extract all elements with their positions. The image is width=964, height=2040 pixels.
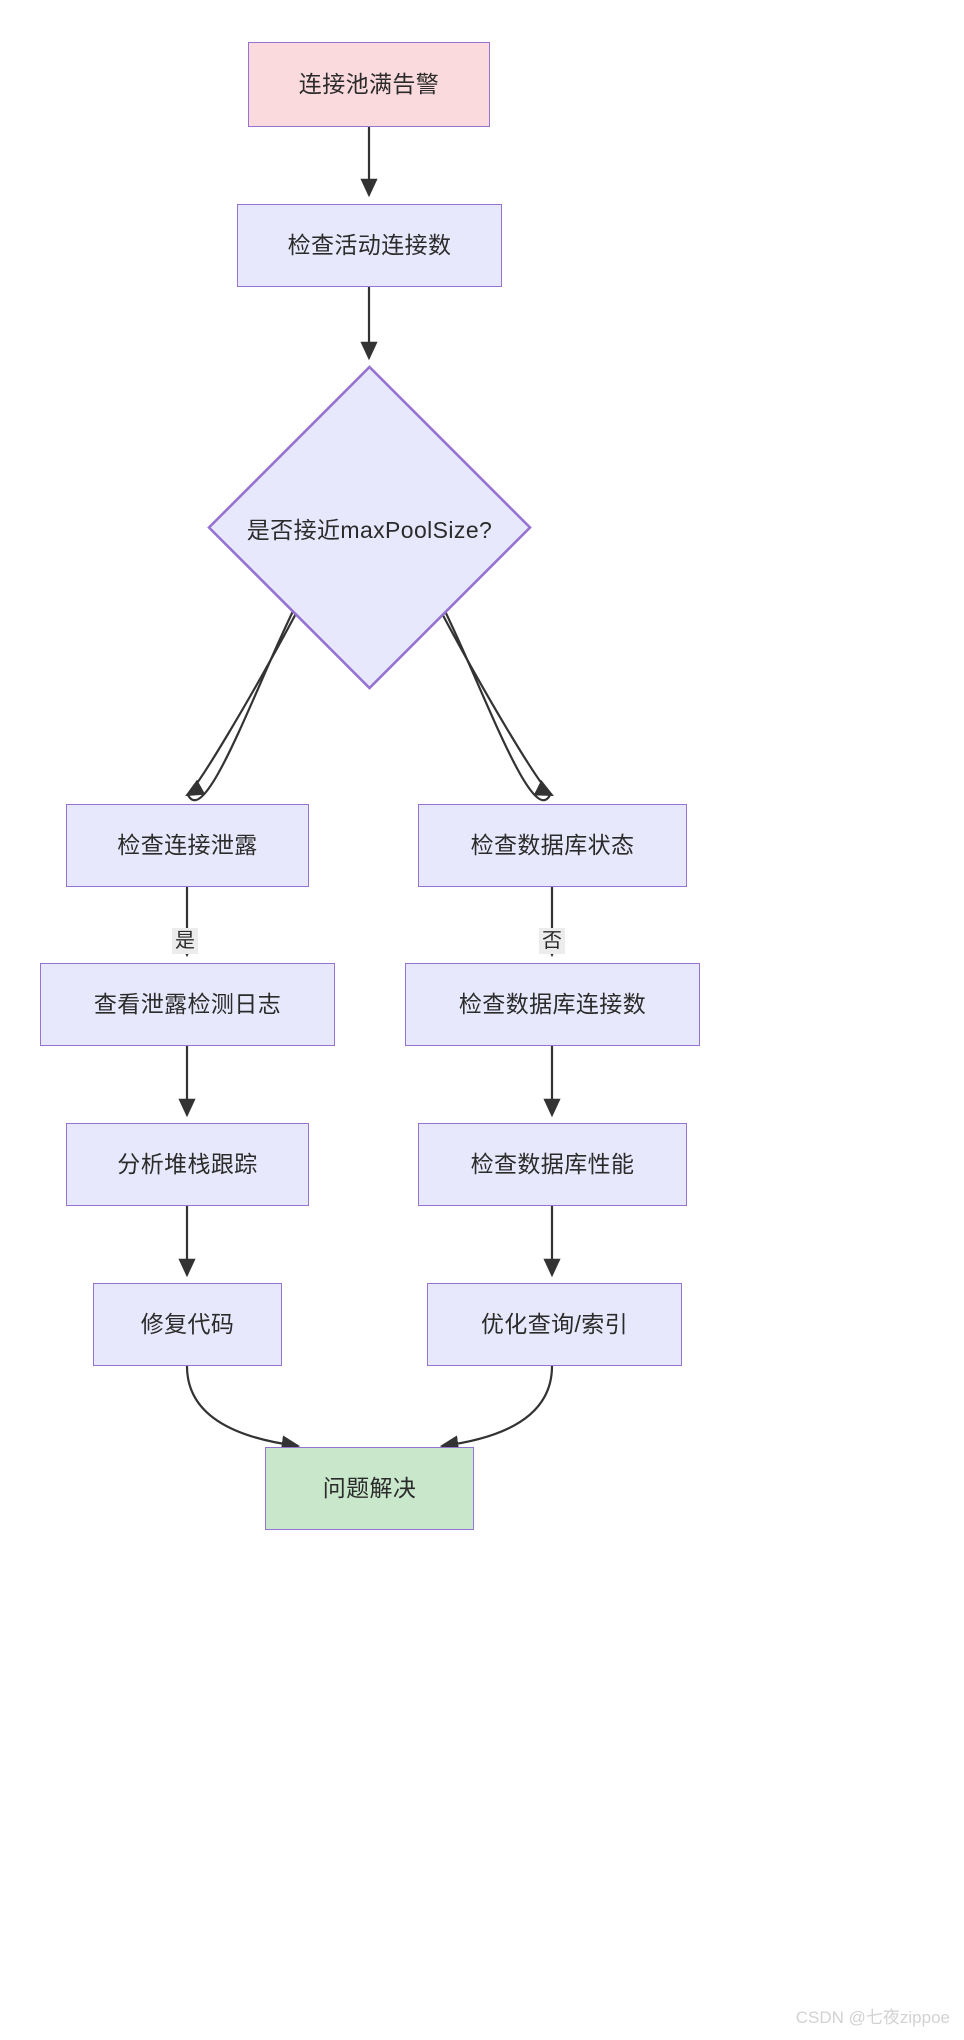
edge-label-no: 否 (539, 928, 565, 954)
node-leak-log[interactable]: 查看泄露检测日志 (40, 963, 335, 1046)
node-resolved-label: 问题解决 (322, 1474, 417, 1501)
node-fix-code-label: 修复代码 (140, 1310, 235, 1337)
node-fix-code[interactable]: 修复代码 (93, 1283, 282, 1366)
node-optimize-query[interactable]: 优化查询/索引 (427, 1283, 682, 1366)
node-decision[interactable]: 是否接近maxPoolSize? (207, 365, 532, 690)
edge-fix-code-to-resolved (185, 1365, 301, 1453)
node-stack-trace[interactable]: 分析堆栈跟踪 (66, 1123, 309, 1206)
edge-decision-to-leak (187, 602, 298, 802)
node-check-leak-label: 检查连接泄露 (117, 831, 258, 858)
node-check-leak[interactable]: 检查连接泄露 (66, 804, 309, 887)
decision-diamond-shape (207, 365, 532, 690)
watermark-text: CSDN @七夜zippoe (795, 2008, 950, 2027)
node-stack-trace-label: 分析堆栈跟踪 (117, 1150, 258, 1177)
node-alert-label: 连接池满告警 (298, 70, 440, 97)
edge-optimize-to-resolved (439, 1365, 554, 1453)
watermark-credit: CSDN @七夜zippoe (796, 2003, 950, 2028)
node-db-connections[interactable]: 检查数据库连接数 (405, 963, 700, 1046)
node-db-performance[interactable]: 检查数据库性能 (418, 1123, 687, 1206)
node-resolved[interactable]: 问题解决 (265, 1447, 474, 1530)
node-decision-label: 是否接近maxPoolSize? (246, 516, 493, 543)
node-db-status-label: 检查数据库状态 (470, 831, 635, 858)
node-db-performance-label: 检查数据库性能 (470, 1150, 635, 1177)
edge-label-no-text: 否 (542, 930, 562, 952)
branch-no-line (437, 605, 554, 796)
node-optimize-query-label: 优化查询/索引 (480, 1310, 629, 1337)
node-db-status[interactable]: 检查数据库状态 (418, 804, 687, 887)
edge-decision-to-db-status (440, 602, 551, 802)
node-alert[interactable]: 连接池满告警 (248, 42, 490, 127)
node-leak-log-label: 查看泄露检测日志 (93, 990, 282, 1017)
node-check-active[interactable]: 检查活动连接数 (237, 204, 502, 287)
node-db-connections-label: 检查数据库连接数 (458, 990, 647, 1017)
edge-label-yes-text: 是 (175, 930, 195, 952)
edge-label-yes: 是 (172, 928, 198, 954)
branch-yes-line (185, 605, 301, 797)
node-check-active-label: 检查活动连接数 (287, 231, 452, 258)
